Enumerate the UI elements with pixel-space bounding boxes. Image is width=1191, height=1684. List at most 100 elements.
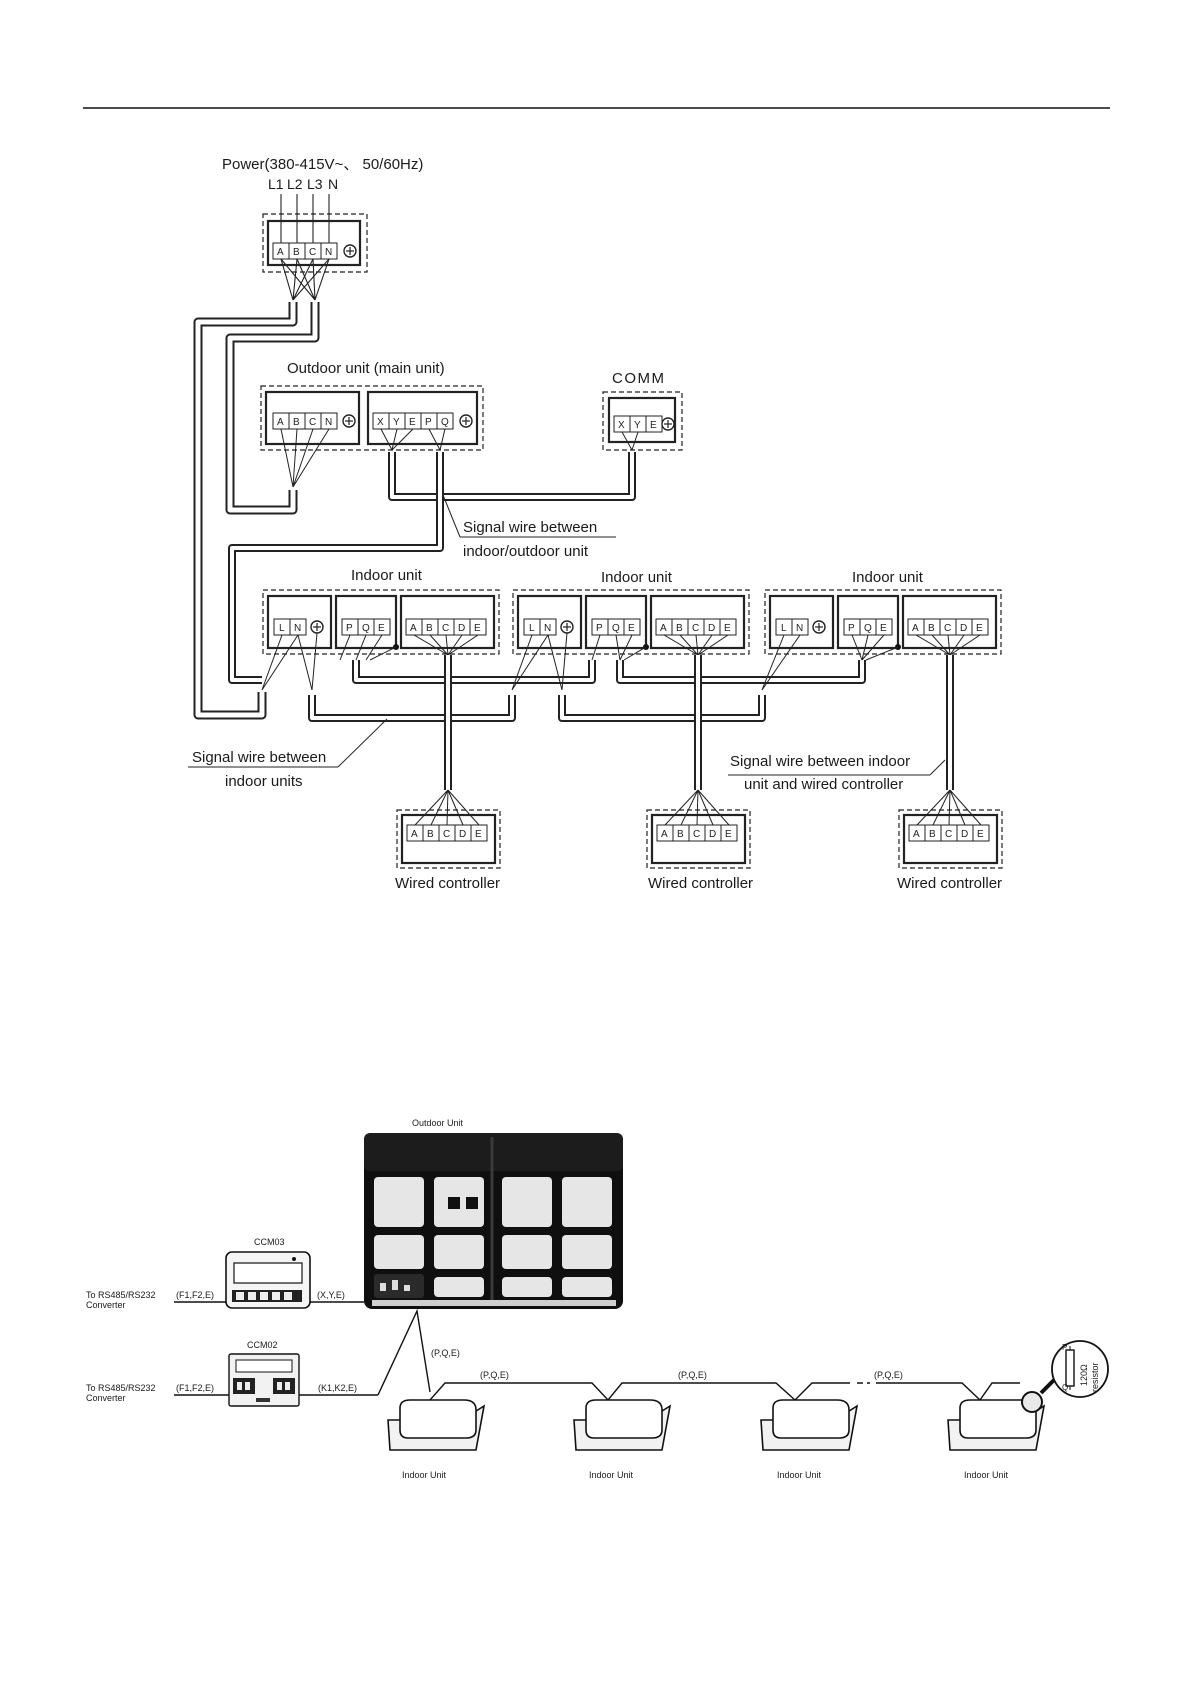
pqe-label-outdoor: (P,Q,E) <box>431 1348 460 1358</box>
outdoor-indoor-cable <box>228 452 444 684</box>
indoor-term-b: B <box>676 623 683 634</box>
ccm03-label: CCM03 <box>254 1237 285 1247</box>
indoor-term-c: C <box>442 623 449 634</box>
comm-title: COMM <box>612 370 666 387</box>
indoor-term-n: N <box>294 623 301 634</box>
wiring-diagram-1: Power(380-415V~、 50/60Hz) L1 L2 L3 N A B… <box>188 156 1003 892</box>
indoor-term-a: A <box>410 623 417 634</box>
callout-line <box>442 494 461 538</box>
comm-term-e: E <box>650 420 657 431</box>
outdoor-term-a: A <box>277 417 284 428</box>
pqe-label-2: (P,Q,E) <box>678 1370 707 1380</box>
indoor-term-e2: E <box>976 623 983 634</box>
controller-term-c: C <box>945 829 952 840</box>
callout-line <box>929 759 946 776</box>
indoor-term-e: E <box>378 623 385 634</box>
indoor-term-c: C <box>692 623 699 634</box>
signal-wired-controller-label-line1: Signal wire between indoor <box>730 753 910 770</box>
controller-term-e: E <box>977 829 984 840</box>
ccm02-right-port-label: (K1,K2,E) <box>318 1383 357 1393</box>
phase-droplines <box>280 194 330 301</box>
indoor-term-a: A <box>660 623 667 634</box>
indoor-term-q: Q <box>362 623 370 634</box>
ccm03-device <box>225 1251 311 1309</box>
outdoor-unit-image <box>364 1133 623 1309</box>
power-cables <box>193 302 320 720</box>
wired-controller-3: A B C D E Wired controller <box>897 789 1003 892</box>
indoor-unit-title: Indoor unit <box>852 569 924 586</box>
signal-indoor-units-label-line1: Signal wire between <box>192 749 326 766</box>
indoor-unit-3: Indoor unit L N P Q E A B C D E <box>764 569 1002 655</box>
power-terminal-block: A B C N <box>262 213 368 273</box>
network-diagram-2: Outdoor Unit CCM03 <box>86 1118 1109 1480</box>
outdoor-term-x: X <box>377 417 384 428</box>
indoor-unit-label: Indoor Unit <box>777 1470 822 1480</box>
pqe-label-3: (P,Q,E) <box>874 1370 903 1380</box>
indoor-unit-label: Indoor Unit <box>964 1470 1009 1480</box>
power-term-c: C <box>309 247 316 258</box>
indoor-term-q: Q <box>864 623 872 634</box>
indoor-term-p: P <box>596 623 603 634</box>
controller-term-a: A <box>913 829 920 840</box>
indoor-unit-label: Indoor Unit <box>402 1470 447 1480</box>
indoor-term-n: N <box>796 623 803 634</box>
indoor-term-b: B <box>928 623 935 634</box>
indoor-term-a: A <box>912 623 919 634</box>
ccm03-right-port-label: (X,Y,E) <box>317 1290 345 1300</box>
indoor-unit-cassette-1: Indoor Unit <box>387 1399 485 1480</box>
outdoor-term-b: B <box>293 417 300 428</box>
outdoor-term-c: C <box>309 417 316 428</box>
wired-controller-2: A B C D E Wired controller <box>646 789 753 892</box>
signal-indoor-outdoor-label-line2: indoor/outdoor unit <box>463 543 589 560</box>
resistor-p-label: P <box>1062 1343 1067 1352</box>
phase-label-l3: L3 <box>307 176 323 192</box>
indoor-term-c: C <box>944 623 951 634</box>
indoor-term-l: L <box>279 623 285 634</box>
indoor-term-l: L <box>529 623 535 634</box>
ccm02-left-port-label: (F1,F2,E) <box>176 1383 214 1393</box>
callout-line <box>337 718 388 768</box>
comm-term-x: X <box>618 420 625 431</box>
outdoor-term-e: E <box>409 417 416 428</box>
outdoor-term-n: N <box>325 417 332 428</box>
resistor-q-label: Q <box>1062 1383 1068 1392</box>
ccm02-converter-label-line1: To RS485/RS232 <box>86 1383 156 1393</box>
comm-term-y: Y <box>634 420 641 431</box>
indoor-term-q: Q <box>612 623 620 634</box>
ground-icon <box>812 620 826 634</box>
wired-controller-label: Wired controller <box>395 875 500 892</box>
controller-term-c: C <box>443 829 450 840</box>
pqe-bus-wires <box>377 1308 1020 1401</box>
controller-term-a: A <box>661 829 668 840</box>
wired-controller-label: Wired controller <box>648 875 753 892</box>
power-supply-label: Power(380-415V~、 50/60Hz) <box>222 156 423 173</box>
indoor-unit-1: Indoor unit L N P Q E A B C D E <box>262 567 500 655</box>
resistor-word-label: resistor <box>1090 1362 1100 1392</box>
controller-term-b: B <box>427 829 434 840</box>
phase-label-n: N <box>328 176 338 192</box>
indoor-unit-cassette-3: Indoor Unit <box>760 1399 858 1480</box>
indoor-power-chain <box>308 695 766 722</box>
controller-term-a: A <box>411 829 418 840</box>
phase-label-l1: L1 <box>268 176 284 192</box>
indoor-term-e: E <box>628 623 635 634</box>
ccm02-device <box>228 1353 300 1407</box>
wired-controller-1: A B C D E Wired controller <box>395 789 501 892</box>
ccm03-converter-label-line2: Converter <box>86 1300 126 1310</box>
terminating-resistor-callout: P Q 120Ω resistor <box>1021 1340 1109 1413</box>
controller-term-e: E <box>475 829 482 840</box>
indoor-unit-2: Indoor unit L N P Q E A B C D E <box>512 569 750 655</box>
controller-term-d: D <box>459 829 466 840</box>
indoor-term-d: D <box>708 623 715 634</box>
indoor-term-e: E <box>880 623 887 634</box>
ground-icon <box>661 417 675 431</box>
outdoor-term-y: Y <box>393 417 400 428</box>
comm-block: X Y E <box>602 391 683 451</box>
controller-term-d: D <box>961 829 968 840</box>
indoor-term-p: P <box>346 623 353 634</box>
ccm03-left-port-label: (F1,F2,E) <box>176 1290 214 1300</box>
controller-term-b: B <box>929 829 936 840</box>
controller-cables <box>444 655 954 790</box>
wired-controller-label: Wired controller <box>897 875 1002 892</box>
